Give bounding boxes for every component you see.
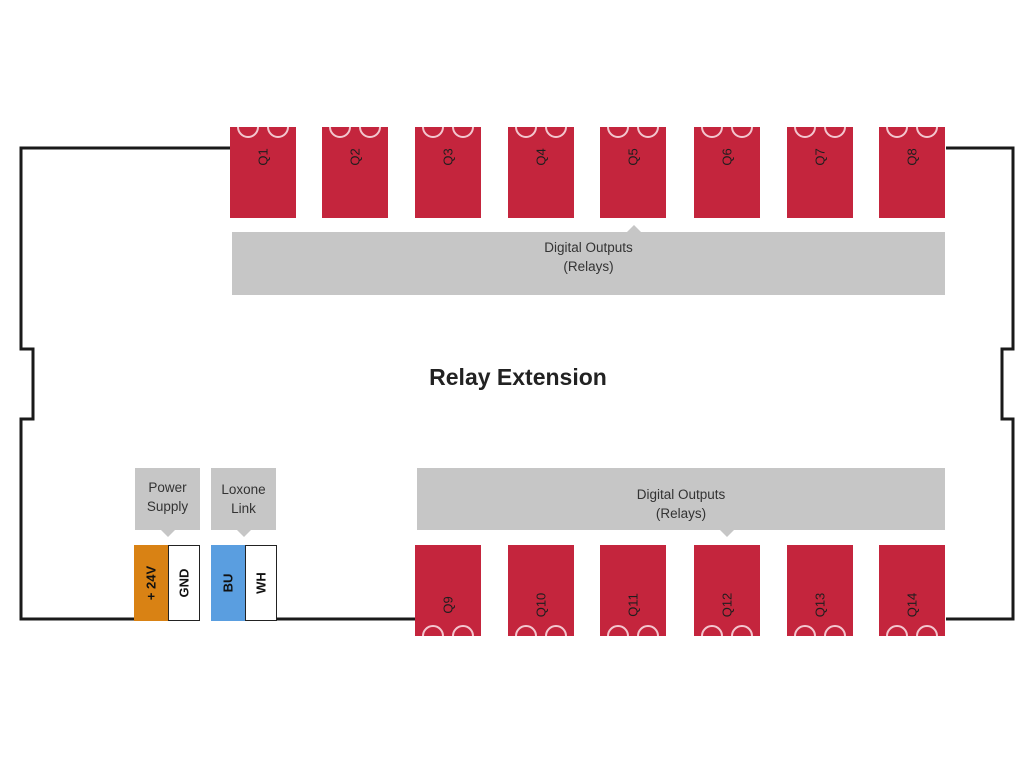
- terminal-label: Q6: [719, 148, 735, 166]
- pin-label: WH: [253, 572, 269, 594]
- loxone-link-line2: Link: [231, 501, 256, 516]
- bottom-group-line2: (Relays): [655, 506, 707, 521]
- relay-terminal-q10: Q10: [508, 545, 574, 636]
- relay-terminal-q9: Q9: [415, 545, 481, 636]
- device-title: Relay Extension: [429, 364, 607, 390]
- terminal-label: Q13: [812, 592, 828, 618]
- pin-label: BU: [220, 573, 236, 593]
- terminal-label: Q11: [625, 593, 641, 617]
- loxone-link-line1: Loxone: [221, 482, 266, 497]
- relay-terminal-q5: Q5: [600, 127, 666, 218]
- terminal-label: Q14: [904, 592, 920, 618]
- power-supply-label: Power Supply: [135, 468, 200, 537]
- relay-terminal-q1: Q1: [230, 127, 296, 218]
- power-supply-line1: Power: [148, 480, 187, 495]
- relay-terminal-q14: Q14: [879, 545, 945, 636]
- pin-label: GND: [176, 568, 192, 598]
- relay-terminal-q7: Q7: [787, 127, 853, 218]
- terminal-label: Q3: [440, 148, 456, 166]
- pin-bu: BU: [211, 545, 245, 621]
- pin-label: + 24V: [143, 565, 159, 601]
- terminal-label: Q8: [904, 148, 920, 166]
- terminal-label: Q9: [440, 596, 456, 614]
- relay-terminal-q8: Q8: [879, 127, 945, 218]
- relay-terminal-q2: Q2: [322, 127, 388, 218]
- bottom-group-line1: Digital Outputs: [636, 487, 726, 502]
- top-group-line1: Digital Outputs: [544, 240, 633, 255]
- pin-gnd: GND: [168, 545, 200, 621]
- power-supply-line2: Supply: [146, 499, 189, 514]
- relay-terminal-q4: Q4: [508, 127, 574, 218]
- top-group-line2: (Relays): [563, 259, 614, 274]
- terminal-label: Q4: [533, 148, 549, 166]
- relay-terminal-q13: Q13: [787, 545, 853, 636]
- terminal-label: Q10: [533, 592, 549, 618]
- loxone-link-label: Loxone Link: [211, 468, 276, 537]
- relay-terminal-q3: Q3: [415, 127, 481, 218]
- top-outputs-group-label: Digital Outputs (Relays): [232, 225, 945, 295]
- pin-wh: WH: [245, 545, 277, 621]
- pin-plus-24v: + 24V: [134, 545, 168, 621]
- terminal-label: Q2: [347, 148, 363, 166]
- terminal-label: Q12: [719, 592, 735, 618]
- terminal-label: Q5: [625, 148, 641, 166]
- relay-terminal-q6: Q6: [694, 127, 760, 218]
- terminal-label: Q1: [255, 148, 271, 166]
- bottom-outputs-group-label: Digital Outputs (Relays): [417, 468, 945, 537]
- relay-terminal-q11: Q11: [600, 545, 666, 636]
- relay-terminal-q12: Q12: [694, 545, 760, 636]
- terminal-label: Q7: [812, 148, 828, 166]
